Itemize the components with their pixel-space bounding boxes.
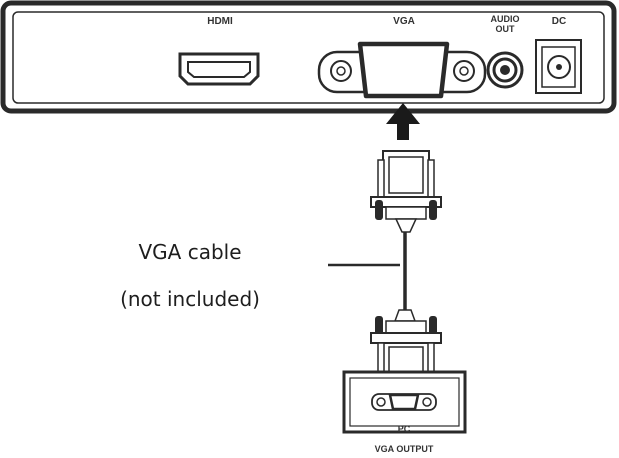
monitor-panel [0,0,617,114]
audio-label: AUDIO [491,14,520,24]
cable-note: (not included) [120,287,260,311]
pc-output-label: VGA OUTPUT [375,444,434,454]
vga-plug-icon [371,393,437,411]
pc-label: PC [398,424,411,434]
vga-plug-top [370,150,442,233]
audio-out-label: OUT [496,24,516,34]
arrow-up-icon [386,103,420,140]
hdmi-label: HDMI [207,16,233,27]
hdmi-port-icon [178,52,260,86]
vga-label: VGA [393,16,415,27]
dc-jack-icon [535,39,582,94]
vga-port-icon [317,41,487,99]
audio-jack-icon [486,51,524,89]
cable-label: VGA cable [138,240,241,264]
dc-label: DC [552,16,566,27]
vga-plug-bottom [370,309,442,384]
